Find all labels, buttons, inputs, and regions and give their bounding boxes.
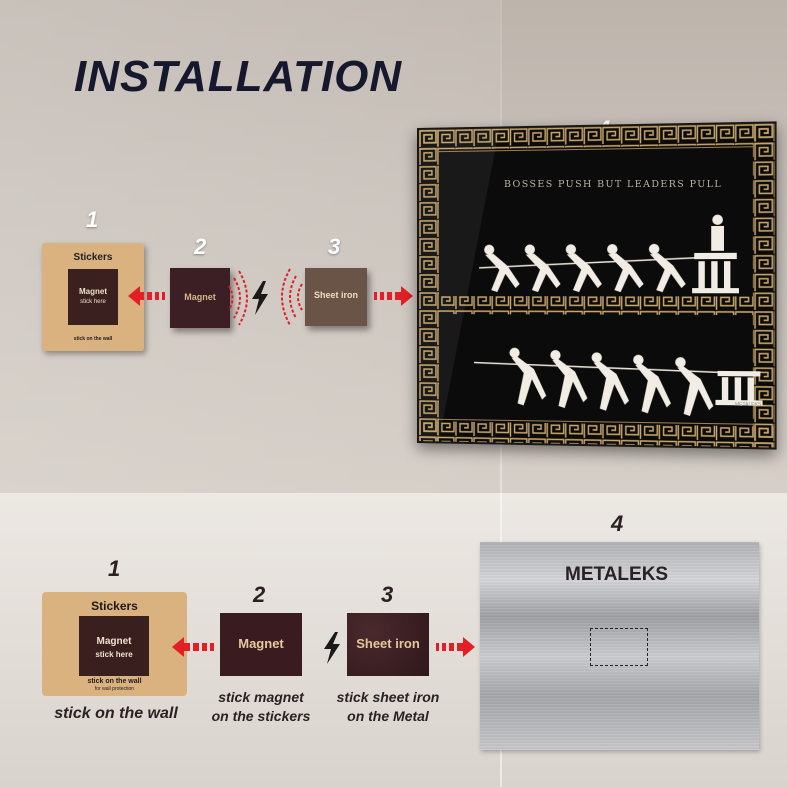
greek-key-border: [418, 123, 775, 448]
arrow-right-icon: [374, 286, 413, 306]
stickers-label: Stickers: [73, 252, 113, 263]
caption-stick-on-wall: stick on the wall: [54, 705, 178, 722]
metal-panel: [480, 542, 759, 750]
stick-here-label: stick here: [80, 299, 106, 305]
sheet-iron-block: Sheet iron: [305, 268, 367, 326]
bottom-magnet-label: Magnet: [238, 636, 284, 651]
bottom-step-number-4: 4: [611, 511, 624, 536]
magnet-area-label: Magnet: [79, 287, 107, 296]
bottom-stickers-card: Stickers Magnet stick here stick on the …: [42, 592, 187, 696]
step-number-3: 3: [328, 234, 341, 259]
bottom-stickers-footer: stick on the wall: [87, 678, 142, 685]
caption-stick-magnet-line2: on the stickers: [211, 708, 311, 724]
magnet-area: Magnet stick here: [68, 269, 118, 325]
magnet-label: Magnet: [184, 292, 216, 302]
stickers-footer: stick on the wall: [73, 336, 113, 342]
bottom-stickers-label: Stickers: [91, 599, 138, 613]
caption-stick-iron-line1: stick sheet iron: [336, 689, 440, 705]
lightning-icon: [252, 281, 268, 315]
placement-outline: [590, 628, 648, 666]
iron-waves-icon: [281, 268, 303, 326]
bottom-step-number-2: 2: [253, 582, 266, 607]
artwork-quote: BOSSES PUSH BUT LEADERS PULL: [504, 179, 723, 190]
bottom-magnet-block: Magnet: [220, 613, 302, 676]
bottom-magnet-area: Magnet stick here: [79, 616, 149, 676]
bottom-arrow-right-icon: [436, 637, 475, 657]
metal-brand: METALEKS: [565, 564, 669, 585]
arrow-left-icon: [128, 286, 165, 306]
artwork-signature: METALEKS: [735, 402, 762, 408]
bottom-magnet-area-label: Magnet: [96, 636, 132, 647]
bottom-step-number-1: 1: [108, 556, 121, 581]
caption-stick-magnet-line1: stick magnet: [218, 689, 304, 705]
bottom-stickers-subfooter: for wall protection: [94, 686, 135, 692]
bottom-stick-here-label: stick here: [95, 650, 133, 659]
magnet-block: Magnet: [170, 268, 230, 328]
sheet-iron-label: Sheet iron: [313, 290, 358, 300]
caption-stick-iron-line2: on the Metal: [347, 708, 429, 724]
step-number-2: 2: [194, 234, 207, 259]
page-title: INSTALLATION: [74, 52, 403, 101]
bottom-sheet-iron-label: Sheet iron: [356, 636, 420, 651]
bottom-sheet-iron-block: Sheet iron: [347, 613, 429, 676]
stickers-card: Stickers Magnet stick here stick on the …: [42, 243, 144, 351]
step-number-1: 1: [86, 207, 99, 232]
bottom-step-number-3: 3: [381, 582, 394, 607]
artwork-panel: [417, 121, 777, 450]
magnet-waves-icon: [228, 270, 248, 326]
bottom-arrow-left-icon: [172, 637, 214, 657]
bottom-lightning-icon: [324, 632, 340, 664]
